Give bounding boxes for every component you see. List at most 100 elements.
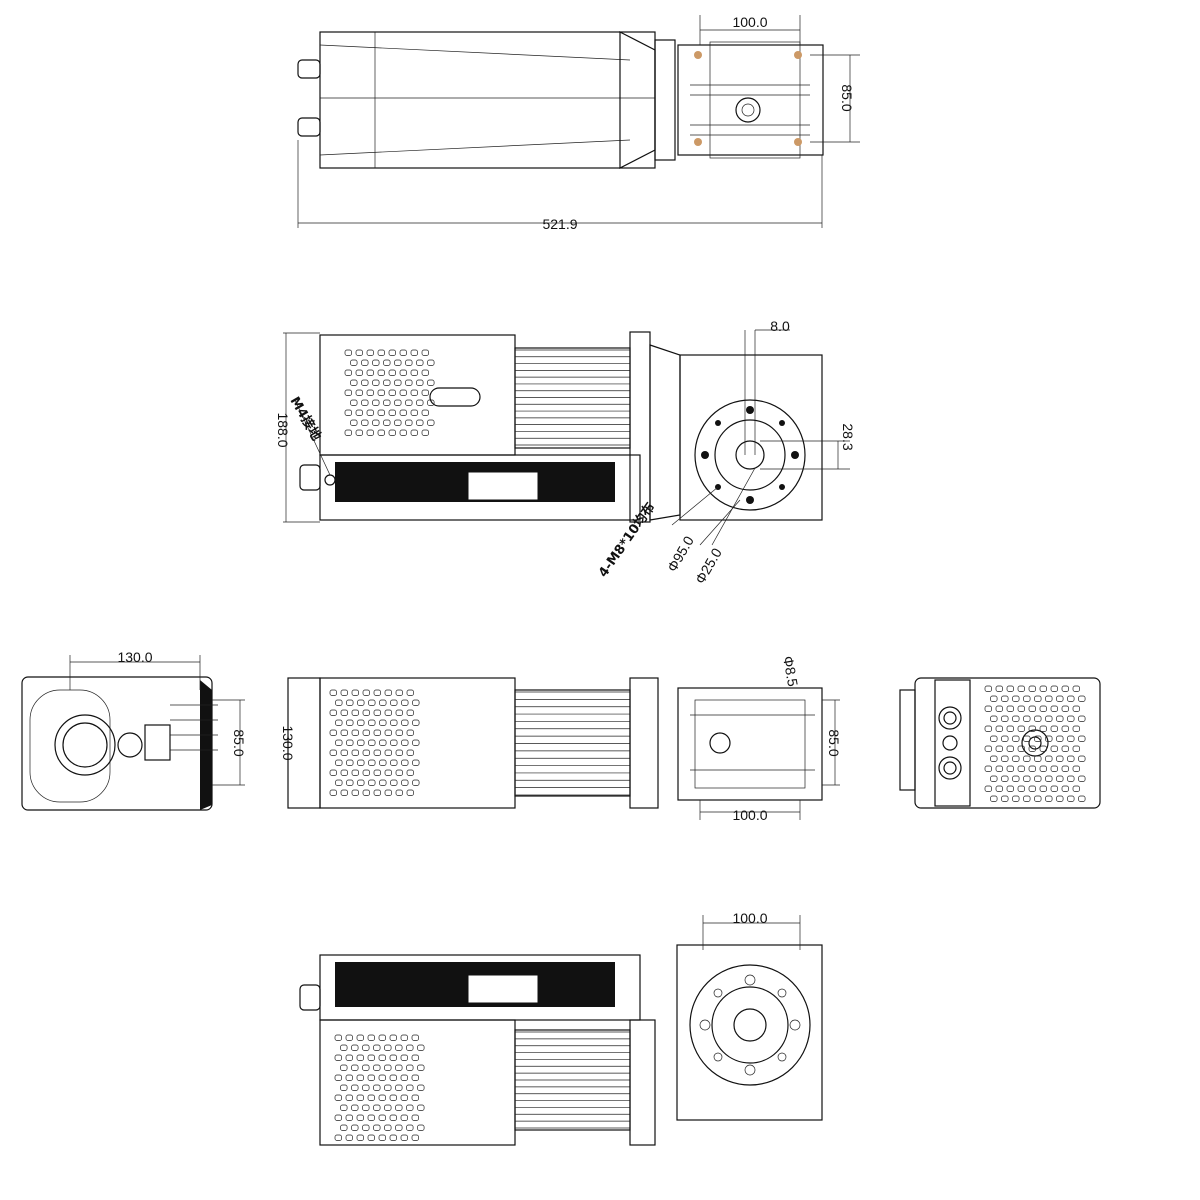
dim-130-side: 130.0	[280, 725, 296, 760]
vent-slot	[399, 389, 407, 396]
motor-fins	[514, 347, 631, 449]
vent-slot	[1061, 705, 1069, 712]
vent-slot	[389, 1074, 397, 1081]
vent-slot	[1067, 775, 1075, 782]
vent-slot	[335, 739, 343, 746]
vent-slot	[355, 389, 363, 396]
vent-slot	[427, 379, 435, 386]
vent-slot	[1012, 735, 1020, 742]
vent-slot	[379, 739, 387, 746]
vent-slot	[346, 759, 354, 766]
vent-slot	[340, 1084, 348, 1091]
vent-slot	[990, 735, 998, 742]
vent-slot	[427, 419, 435, 426]
vent-slot	[378, 1114, 386, 1121]
vent-slot	[389, 1114, 397, 1121]
vent-slot	[1050, 765, 1058, 772]
vent-slot	[335, 759, 343, 766]
front-view: 8.0 28.3 188.0 M4接地 4-M8*10均布 Φ95.0 Φ25.…	[275, 318, 856, 587]
vent-slot	[1056, 695, 1064, 702]
vent-slot	[1045, 795, 1053, 802]
vent-slot	[1056, 775, 1064, 782]
vent-slot	[390, 739, 398, 746]
vent-slot	[1001, 755, 1009, 762]
vent-slot	[1056, 755, 1064, 762]
vent-slot	[1006, 705, 1014, 712]
vent-slot	[401, 739, 409, 746]
vent-slot	[1078, 715, 1086, 722]
vent-slot	[344, 389, 352, 396]
vent-slot	[406, 1104, 414, 1111]
left-end-view: 130.0 85.0	[21, 649, 247, 811]
vent-slot	[379, 759, 387, 766]
dim-85-end: 85.0	[231, 729, 247, 756]
vent-slot	[1050, 685, 1058, 692]
vent-slot	[335, 699, 343, 706]
vent-slot	[406, 789, 414, 796]
dim-100-side: 100.0	[732, 807, 767, 823]
vent-slot	[399, 369, 407, 376]
vent-slot	[421, 409, 429, 416]
vent-slot	[388, 409, 396, 416]
vent-slot	[329, 689, 337, 696]
vent-slot	[1028, 785, 1036, 792]
vent-slot	[355, 429, 363, 436]
top-view: 100.0 85.0 521.9	[297, 14, 860, 232]
control-box-end	[914, 677, 1101, 809]
vent-slot	[377, 349, 385, 356]
vent-slot	[378, 1134, 386, 1141]
output-bore	[733, 1008, 767, 1042]
vent-slot	[351, 1044, 359, 1051]
vent-slot	[379, 699, 387, 706]
vent-slot	[1067, 795, 1075, 802]
vent-slot	[346, 739, 354, 746]
vent-slot	[1056, 735, 1064, 742]
vent-slot	[367, 1114, 375, 1121]
vent-slot	[1050, 785, 1058, 792]
vent-slot	[356, 1134, 364, 1141]
vent-slot	[1045, 775, 1053, 782]
vent-slot	[1034, 715, 1042, 722]
vent-slot	[361, 419, 369, 426]
vent-slot	[355, 349, 363, 356]
vent-slot	[388, 349, 396, 356]
vent-slot	[340, 729, 348, 736]
vent-slot	[400, 1074, 408, 1081]
vent-slot	[329, 709, 337, 716]
cable-gland	[297, 59, 321, 79]
dim-100-top: 100.0	[732, 14, 767, 30]
vent-slot	[1017, 685, 1025, 692]
vent-slot	[340, 789, 348, 796]
vent-slot	[410, 349, 418, 356]
vent-slot	[1039, 765, 1047, 772]
right-end-view	[899, 677, 1101, 809]
vent-slot	[1017, 785, 1025, 792]
vent-slot	[362, 729, 370, 736]
vent-slot	[406, 769, 414, 776]
connector	[938, 756, 962, 780]
vent-slot	[384, 749, 392, 756]
vent-slot	[405, 399, 413, 406]
vent-slot	[1050, 705, 1058, 712]
vent-slot	[990, 695, 998, 702]
vent-slot	[395, 1084, 403, 1091]
vent-slot	[361, 379, 369, 386]
cable-gland	[299, 464, 321, 491]
vent-slot	[1023, 755, 1031, 762]
vent-slot	[990, 795, 998, 802]
vent-slot	[351, 1064, 359, 1071]
vent-slot	[1039, 725, 1047, 732]
ground-note: M4接地	[287, 394, 325, 444]
vent-slot	[373, 749, 381, 756]
vent-slot	[378, 1054, 386, 1061]
vent-slot	[1072, 745, 1080, 752]
vent-slot	[1034, 755, 1042, 762]
bottom-view: 100.0	[299, 910, 823, 1146]
vent-slot	[410, 409, 418, 416]
vent-slot	[356, 1034, 364, 1041]
vent-slot	[410, 389, 418, 396]
vent-slot	[410, 429, 418, 436]
vent-slot	[384, 1044, 392, 1051]
dim-shaft-height: 28.3	[840, 423, 856, 450]
